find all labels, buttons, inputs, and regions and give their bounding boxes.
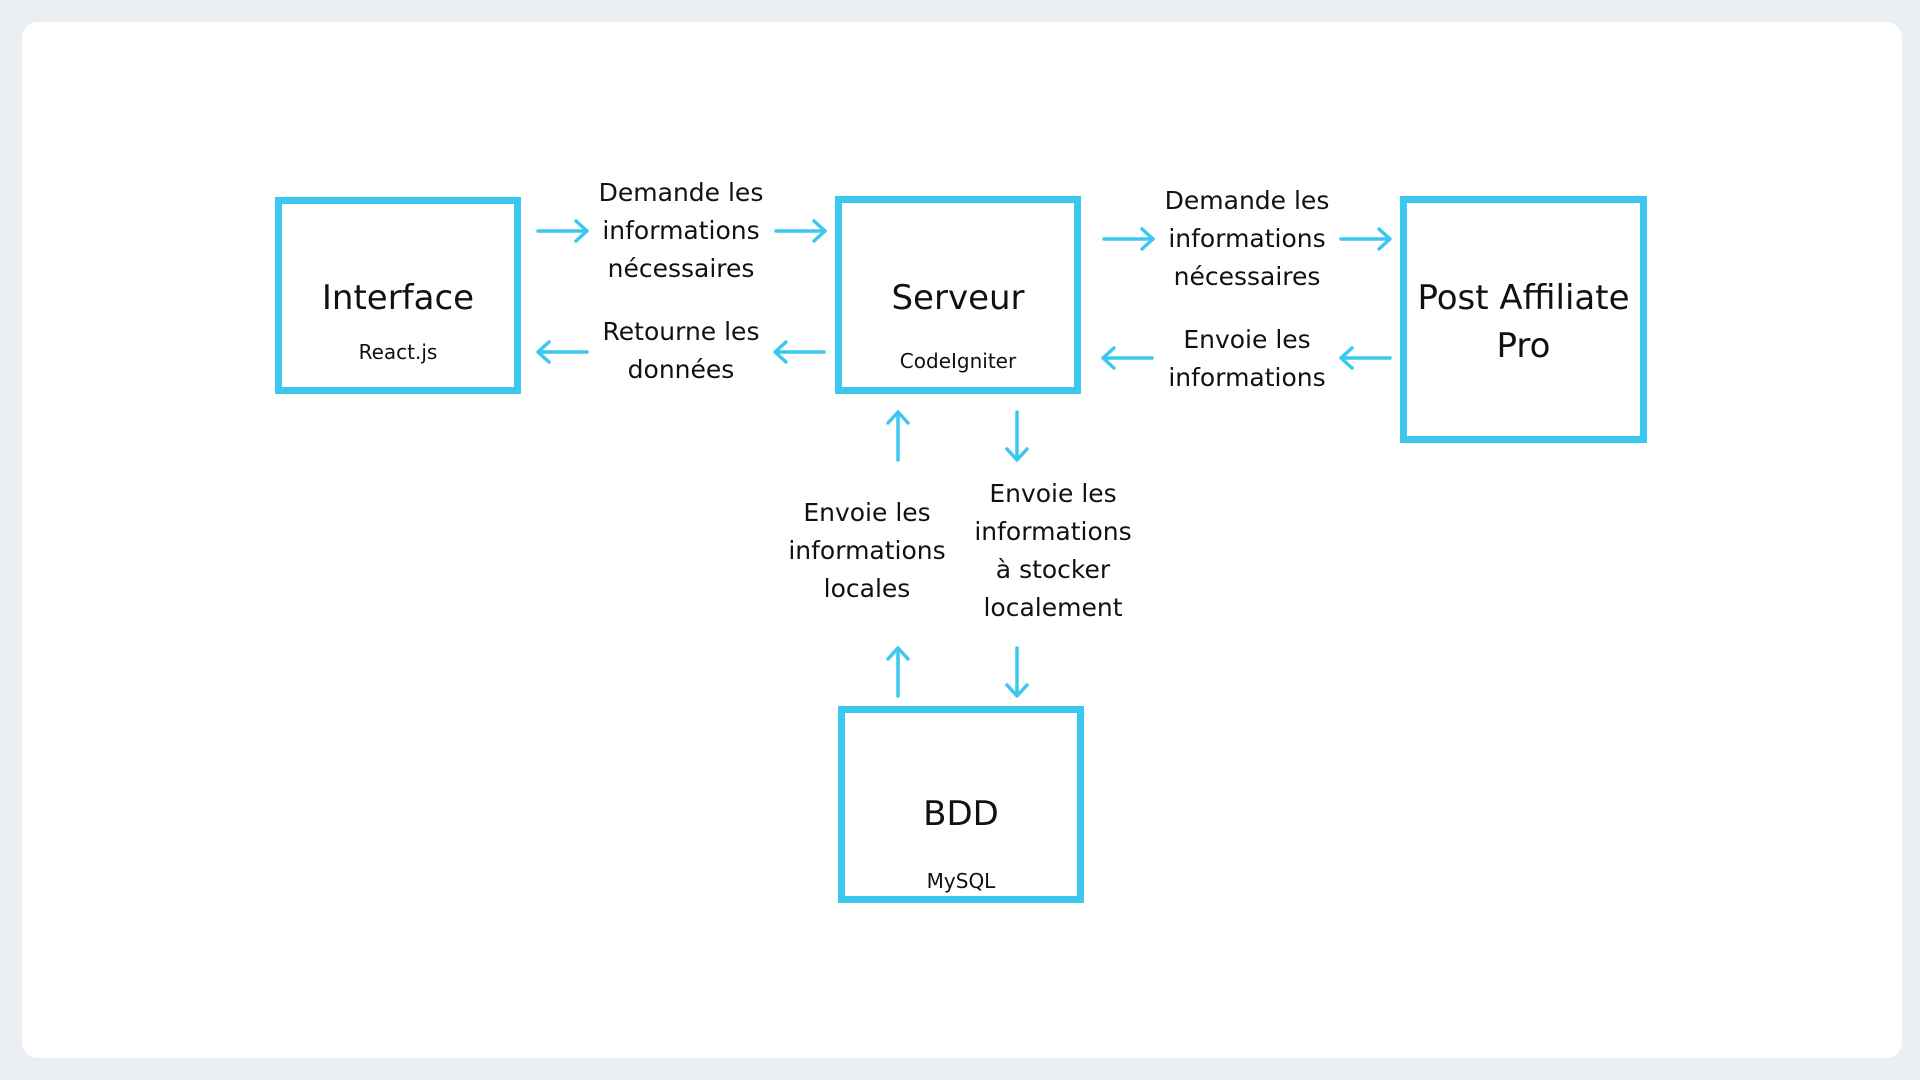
edge-label-bdd-to-serveur: Envoie les informations locales <box>788 498 946 603</box>
node-interface-subtitle: React.js <box>358 340 438 364</box>
node-serveur[interactable]: Serveur CodeIgniter <box>835 196 1081 394</box>
node-post-affiliate-pro[interactable]: Post Affiliate Pro <box>1400 196 1647 443</box>
arrow-up-icon <box>886 646 910 698</box>
edge-label-serveur-to-interface: Retourne les données <box>602 317 760 384</box>
arrow-right-icon <box>536 219 589 243</box>
node-bdd[interactable]: BDD MySQL <box>838 706 1084 903</box>
node-bdd-title: BDD <box>923 794 999 834</box>
node-post-affiliate-pro-title: Post Affiliate Pro <box>1417 278 1630 366</box>
arrow-left-icon <box>1339 346 1392 370</box>
node-serveur-title: Serveur <box>891 278 1025 318</box>
edge-label-serveur-to-bdd: Envoie les informations à stocker locale… <box>974 479 1132 622</box>
node-interface-title: Interface <box>321 278 475 318</box>
edge-label-paf-to-serveur: Envoie les informations <box>1168 325 1326 392</box>
arrow-up-icon <box>886 410 910 462</box>
arrow-down-icon <box>1005 410 1029 462</box>
arrow-down-icon <box>1005 646 1029 698</box>
node-bdd-subtitle: MySQL <box>926 869 996 893</box>
edge-label-interface-to-serveur: Demande les informations nécessaires <box>598 178 764 283</box>
node-serveur-subtitle: CodeIgniter <box>899 349 1017 373</box>
arrow-left-icon <box>773 340 826 364</box>
arrow-right-icon <box>1339 227 1392 251</box>
arrow-right-icon <box>1102 227 1155 251</box>
node-interface[interactable]: Interface React.js <box>275 197 521 394</box>
arrow-left-icon <box>536 340 589 364</box>
arrow-right-icon <box>774 219 827 243</box>
arrow-left-icon <box>1101 346 1154 370</box>
edge-label-serveur-to-paf: Demande les informations nécessaires <box>1164 186 1330 291</box>
